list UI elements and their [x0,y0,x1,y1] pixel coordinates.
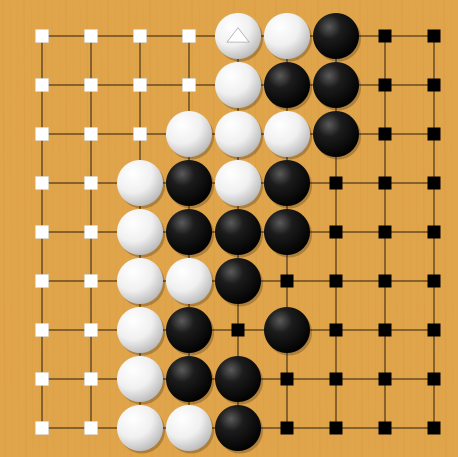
black-territory-marker [330,373,343,386]
black-territory-marker [428,275,441,288]
black-stone-body [264,62,310,108]
white-stone-body [166,111,212,157]
black-territory-marker [330,177,343,190]
black-stone-body [166,160,212,206]
black-stone-body [215,405,261,451]
black-territory-marker [379,275,392,288]
white-territory-marker [36,30,49,43]
black-stone-body [264,307,310,353]
white-territory-marker [85,226,98,239]
white-stone-body [264,111,310,157]
black-territory-marker [428,324,441,337]
black-stone-body [313,62,359,108]
black-stone-body [215,209,261,255]
black-territory-marker [379,79,392,92]
black-stone-body [264,209,310,255]
black-territory-marker [428,226,441,239]
black-stone-body [313,111,359,157]
white-territory-marker [36,177,49,190]
white-territory-marker [134,30,147,43]
white-territory-marker [36,226,49,239]
black-territory-marker [330,422,343,435]
black-territory-marker [330,275,343,288]
white-stone-body [166,258,212,304]
white-territory-marker [183,30,196,43]
white-stone-body [117,356,163,402]
black-territory-marker [281,275,294,288]
black-territory-marker [428,373,441,386]
white-stone-body [117,307,163,353]
white-stone-body [117,258,163,304]
white-territory-marker [36,79,49,92]
black-stone-body [166,356,212,402]
white-territory-marker [134,128,147,141]
white-stone-body [215,160,261,206]
black-territory-marker [281,373,294,386]
white-territory-marker [36,373,49,386]
white-stone-body [264,13,310,59]
black-territory-marker [379,422,392,435]
black-territory-marker [428,30,441,43]
white-territory-marker [36,128,49,141]
white-territory-marker [85,177,98,190]
white-stone-body [117,160,163,206]
black-territory-marker [428,79,441,92]
black-territory-marker [330,324,343,337]
black-stone-body [215,258,261,304]
white-territory-marker [85,373,98,386]
black-territory-marker [379,30,392,43]
white-territory-marker [85,422,98,435]
white-stone-body [215,62,261,108]
white-stone-body [166,405,212,451]
white-territory-marker [85,275,98,288]
black-territory-marker [379,128,392,141]
black-territory-marker [379,373,392,386]
white-stone-body [215,111,261,157]
black-stone-body [313,13,359,59]
black-territory-marker [428,128,441,141]
white-territory-marker [36,275,49,288]
white-stone-body [117,405,163,451]
white-territory-marker [85,79,98,92]
black-territory-marker [428,177,441,190]
white-stone-body [117,209,163,255]
black-stone-body [264,160,310,206]
black-stone-body [166,209,212,255]
white-territory-marker [85,30,98,43]
black-territory-marker [379,226,392,239]
white-territory-marker [36,324,49,337]
white-territory-marker [85,128,98,141]
white-territory-marker [183,79,196,92]
white-territory-marker [36,422,49,435]
black-territory-marker [281,422,294,435]
black-stone-body [215,356,261,402]
black-territory-marker [379,177,392,190]
black-stone-body [166,307,212,353]
black-territory-marker [379,324,392,337]
white-territory-marker [134,79,147,92]
black-territory-marker [428,422,441,435]
black-territory-marker [232,324,245,337]
black-territory-marker [330,226,343,239]
white-territory-marker [85,324,98,337]
